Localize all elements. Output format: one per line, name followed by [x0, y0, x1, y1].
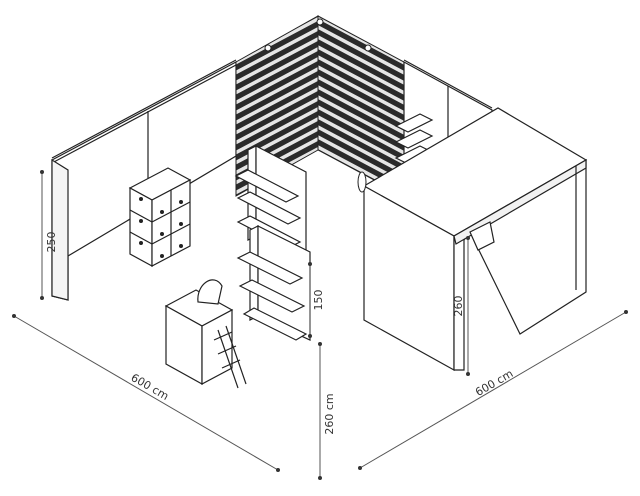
dim-cabin-height-label: 260 [452, 296, 465, 317]
wall-shelves-right [394, 113, 434, 165]
dim-height-center-label: 260 cm [323, 393, 336, 434]
dim-width-right-label: 600 cm [473, 367, 515, 399]
spot-lights [264, 18, 372, 52]
dim-width-left: 600 cm [12, 314, 280, 472]
brochure-stand [213, 325, 247, 389]
storage-cabin [357, 107, 588, 372]
slatted-wall-right [317, 15, 405, 197]
dim-wall-height: 250 [40, 170, 58, 300]
display-rack-lower [236, 225, 311, 341]
dim-shelf-height-label: 150 [312, 290, 325, 311]
info-counter [164, 289, 234, 386]
dim-cabin-height: 260 [452, 236, 470, 376]
dim-height-center: 260 cm [318, 342, 336, 480]
dim-shelf-height: 150 [308, 262, 325, 338]
chair [197, 279, 223, 305]
dim-wall-height-label: 250 [45, 232, 58, 253]
cube-shelf [128, 167, 192, 268]
